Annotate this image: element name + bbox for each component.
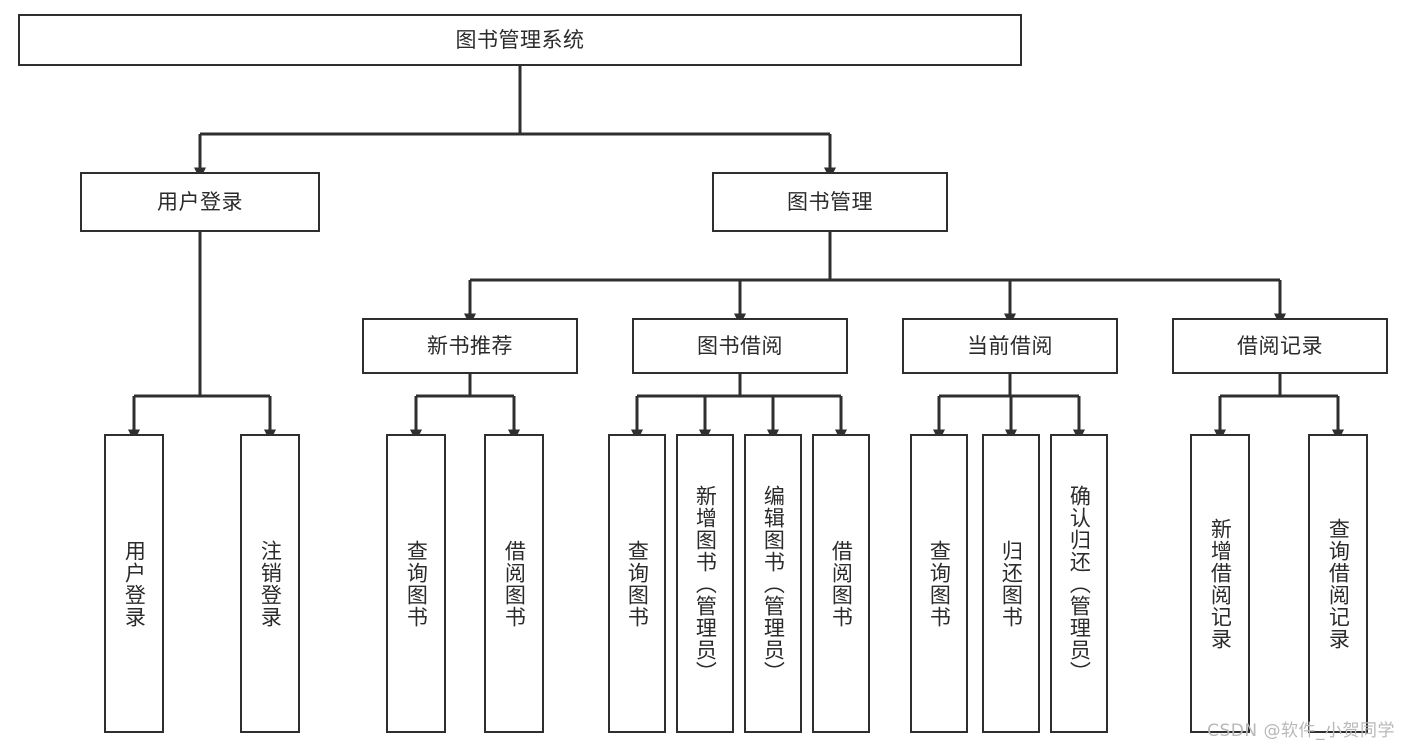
node-label: 图书管理系统 (455, 27, 585, 52)
node-current[interactable]: 当前借阅 (902, 318, 1118, 374)
node-label: 编辑图书（管理员） (761, 484, 786, 683)
node-label: 用户登录 (122, 539, 147, 628)
node-label: 借阅记录 (1237, 333, 1323, 358)
node-newbook[interactable]: 新书推荐 (362, 318, 578, 374)
node-label: 新增借阅记录 (1208, 517, 1233, 650)
node-label: 查询图书 (625, 539, 650, 628)
node-label: 新增图书（管理员） (693, 484, 718, 683)
node-l-query1[interactable]: 查询图书 (386, 434, 446, 733)
node-label: 图书借阅 (697, 333, 783, 358)
node-label: 借阅图书 (502, 539, 527, 628)
node-l-edit[interactable]: 编辑图书（管理员） (744, 434, 802, 733)
node-l-query3[interactable]: 查询图书 (910, 434, 968, 733)
node-label: 当前借阅 (967, 333, 1053, 358)
node-label: 确认归还（管理员） (1067, 484, 1092, 683)
node-root[interactable]: 图书管理系统 (18, 14, 1022, 66)
node-l-queryrec[interactable]: 查询借阅记录 (1308, 434, 1368, 733)
node-label: 查询图书 (927, 539, 952, 628)
node-l-logout[interactable]: 注销登录 (240, 434, 300, 733)
node-l-return[interactable]: 归还图书 (982, 434, 1040, 733)
node-label: 查询借阅记录 (1326, 517, 1351, 650)
node-bookmgmt[interactable]: 图书管理 (712, 172, 948, 232)
watermark: CSDN @软件_小贺同学 (1207, 721, 1395, 741)
node-l-add[interactable]: 新增图书（管理员） (676, 434, 734, 733)
node-l-borrow2[interactable]: 借阅图书 (812, 434, 870, 733)
node-label: 图书管理 (787, 189, 873, 214)
node-label: 借阅图书 (829, 539, 854, 628)
node-l-borrow1[interactable]: 借阅图书 (484, 434, 544, 733)
node-label: 归还图书 (999, 539, 1024, 628)
node-borrow[interactable]: 图书借阅 (632, 318, 848, 374)
node-l-addrec[interactable]: 新增借阅记录 (1190, 434, 1250, 733)
node-label: 新书推荐 (427, 333, 513, 358)
node-label: 用户登录 (157, 189, 243, 214)
node-records[interactable]: 借阅记录 (1172, 318, 1388, 374)
node-l-login[interactable]: 用户登录 (104, 434, 164, 733)
node-l-confirm[interactable]: 确认归还（管理员） (1050, 434, 1108, 733)
node-label: 查询图书 (404, 539, 429, 628)
node-login[interactable]: 用户登录 (80, 172, 320, 232)
node-label: 注销登录 (258, 539, 283, 628)
node-l-query2[interactable]: 查询图书 (608, 434, 666, 733)
